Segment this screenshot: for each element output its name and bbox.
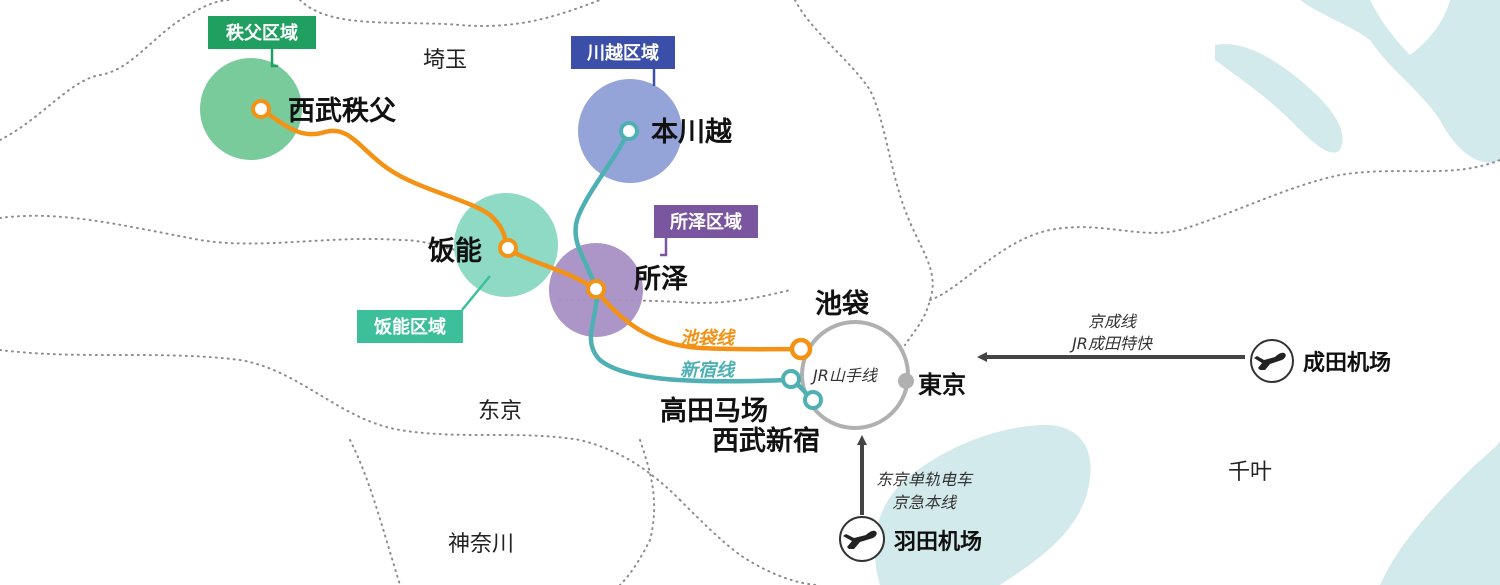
hon-kawagoe-label: 本川越 (651, 117, 733, 148)
shinjuku-line-label: 新宿线 (680, 360, 736, 381)
svg-text:所泽区域: 所泽区域 (670, 211, 742, 233)
haneda-airport[interactable]: 羽田机场 (839, 516, 982, 562)
tokorozawa-label: 所泽 (634, 264, 688, 295)
tokorozawa-zone-tag[interactable]: 所泽区域 (654, 205, 758, 257)
takadanobaba-station[interactable] (781, 369, 801, 389)
narita-route-line1: 京成线 (1088, 312, 1138, 331)
airplane-shape (843, 530, 877, 549)
tokyo-pref-label: 东京 (478, 399, 522, 424)
svg-text:川越区域: 川越区域 (586, 42, 659, 64)
svg-text:饭能区域: 饭能区域 (373, 316, 446, 338)
saitama-label: 埼玉 (423, 48, 467, 73)
haneda-label: 羽田机场 (894, 530, 982, 555)
lake-kasumigaura (1300, 0, 1500, 163)
hanno-label: 饭能 (428, 235, 482, 267)
chichibu-zone-tag[interactable]: 秩父区域 (208, 16, 316, 68)
ikebukuro-station[interactable] (789, 337, 813, 361)
narita-airport[interactable]: 成田机场 (1250, 339, 1391, 383)
kanagawa-label: 神奈川 (448, 532, 514, 557)
yamanote-line-label: JR山手线 (810, 366, 879, 385)
seibu-chichibu-station[interactable] (251, 99, 271, 119)
kawagoe-zone-tag[interactable]: 川越区域 (571, 36, 675, 86)
ikebukuro-label: 池袋 (815, 289, 870, 320)
takadanobaba-label: 高田马场 (660, 395, 768, 427)
haneda-route-line2: 京急本线 (892, 493, 958, 512)
tokyo-station-dot[interactable] (898, 373, 914, 389)
seibu-shinjuku-label: 西武新宿 (712, 425, 820, 457)
lake-kasumigaura-inner (1370, 0, 1450, 55)
tokyo-station-label: 東京 (918, 371, 966, 399)
chiba-label: 千叶 (1228, 460, 1272, 485)
lake-kitaura (1215, 44, 1343, 153)
narita-route-line2: JR成田特快 (1069, 334, 1153, 353)
ikebukuro-line-label: 池袋线 (680, 328, 736, 349)
pacific-coast-water (1380, 440, 1500, 585)
airplane-shape (1254, 352, 1286, 370)
hanno-zone-tag[interactable]: 饭能区域 (357, 275, 491, 343)
svg-text:秩父区域: 秩父区域 (226, 22, 298, 44)
hon-kawagoe-station[interactable] (619, 121, 639, 141)
seibu-chichibu-label: 西武秩父 (288, 96, 397, 127)
tokorozawa-station[interactable] (586, 279, 606, 299)
seibu-shinjuku-station[interactable] (803, 390, 823, 410)
tokyo-bay (874, 424, 1091, 585)
narita-label: 成田机场 (1303, 351, 1391, 376)
hanno-station[interactable] (498, 238, 518, 258)
haneda-route-line1: 东京单轨电车 (876, 470, 974, 489)
